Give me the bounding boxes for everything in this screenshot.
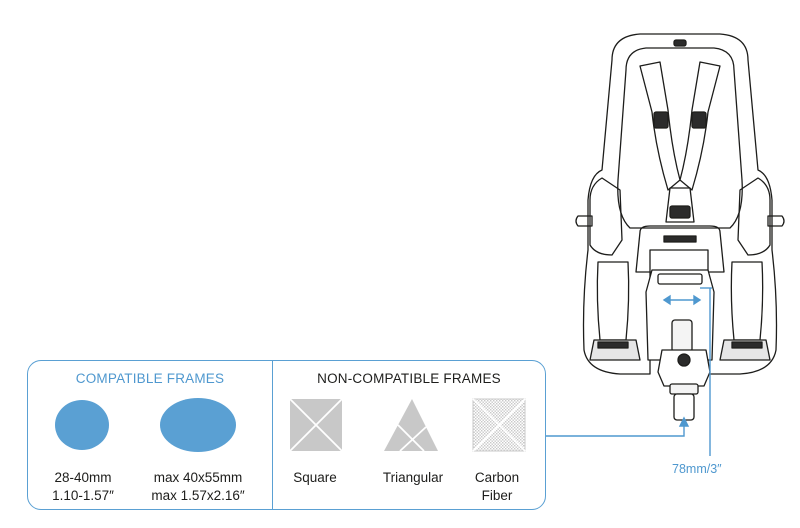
frame-compatibility-box: COMPATIBLE FRAMES NON-COMPATIBLE FRAMES	[27, 360, 546, 510]
carbon-fiber-frame-icon	[472, 398, 526, 452]
round-frame-size-mm: 28-40mm	[54, 470, 112, 485]
frame-clamp	[657, 349, 711, 387]
left-harness-buckle	[653, 111, 669, 129]
seat-post-tube	[673, 393, 695, 421]
triangular-frame-label: Triangular	[382, 470, 444, 485]
round-frame-size-in: 1.10-1.57″	[52, 488, 114, 503]
right-harness-buckle	[691, 111, 707, 129]
mount-rail	[657, 273, 703, 285]
clamp-lower	[669, 383, 699, 395]
box-divider	[272, 361, 273, 509]
right-footstrap	[731, 341, 763, 349]
clamp-knob	[677, 353, 691, 367]
center-harness-buckle	[669, 205, 691, 219]
oval-frame-size-mm: max 40x55mm	[153, 470, 243, 485]
seat-bucket	[635, 225, 725, 273]
seat-left-wing	[589, 177, 623, 256]
width-dimension-marker	[662, 287, 712, 456]
harness-crotch-strap	[665, 187, 695, 223]
mount-bracket	[645, 269, 715, 361]
mount-tube-upper	[671, 319, 693, 353]
carbon-fiber-frame-label: Carbon Fiber	[462, 469, 532, 505]
child-seat-illustration	[575, 33, 785, 421]
mount-width-dimension-label: 78mm/3″	[672, 462, 722, 476]
frame-shape-icons	[55, 398, 526, 452]
callout-connector	[546, 416, 690, 437]
seat-backrest	[617, 47, 743, 229]
left-footstrap	[597, 341, 629, 349]
compatible-frames-heading: COMPATIBLE FRAMES	[75, 371, 225, 386]
seat-shell-outline	[582, 33, 778, 375]
seat-brand-badge	[663, 235, 697, 243]
oval-frame-label: max 40x55mm max 1.57x2.16″	[138, 469, 258, 505]
oval-frame-size-in: max 1.57x2.16″	[151, 488, 245, 503]
round-frame-label: 28-40mm 1.10-1.57″	[38, 469, 128, 505]
oval-frame-icon	[160, 398, 236, 452]
carbon-label-line2: Fiber	[481, 488, 513, 503]
round-frame-icon	[55, 400, 109, 450]
seat-top-slot	[673, 39, 687, 47]
seat-right-handle	[767, 215, 785, 227]
square-frame-icon	[289, 398, 343, 452]
carbon-label-line1: Carbon	[474, 470, 520, 485]
triangular-frame-icon	[384, 399, 438, 452]
seat-right-wing	[737, 177, 771, 256]
non-compatible-frames-heading: NON-COMPATIBLE FRAMES	[317, 371, 501, 386]
right-shoulder-strap	[679, 61, 721, 191]
seat-left-handle	[575, 215, 593, 227]
square-frame-label: Square	[293, 470, 337, 485]
